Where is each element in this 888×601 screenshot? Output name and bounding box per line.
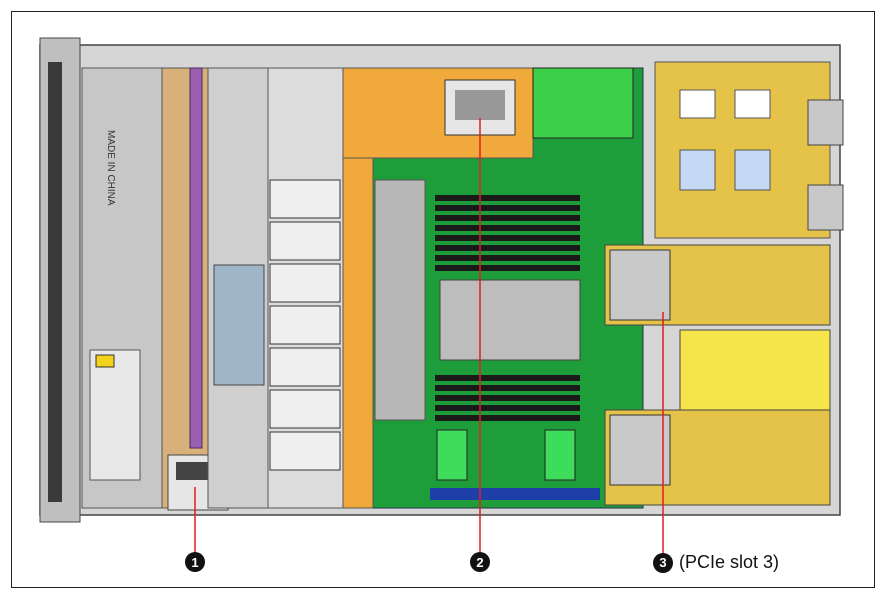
- callout-2: 2: [470, 552, 490, 572]
- callout-1: 1: [185, 552, 205, 572]
- bottom-connector: [430, 488, 600, 500]
- psu-vent-3: [679, 149, 716, 191]
- warning-icon: [95, 354, 115, 368]
- label-sticker: [89, 349, 141, 481]
- rear-port-1: [807, 99, 844, 146]
- dimm-clip-right: [544, 429, 576, 481]
- ocp-card: [532, 67, 634, 139]
- memory-slot-lower: [435, 375, 580, 421]
- memory-slot-icon: [435, 195, 580, 271]
- rear-port-2: [807, 184, 844, 231]
- fan-module-icon: [267, 67, 344, 509]
- callout-3: 3 (PCIe slot 3): [653, 552, 779, 573]
- front-vent: [48, 62, 62, 502]
- psu-vent-2: [734, 89, 771, 119]
- riser-card-middle: [679, 329, 831, 411]
- front-connector-strip: [342, 157, 374, 509]
- callout-label-3: (PCIe slot 3): [679, 552, 780, 572]
- psu-vent-1: [679, 89, 716, 119]
- callout-number-1: 1: [185, 552, 205, 572]
- dimm-clip-left: [436, 429, 468, 481]
- callout-number-3: 3: [653, 552, 673, 573]
- psu-vent-4: [734, 149, 771, 191]
- callout-number-2: 2: [470, 552, 490, 572]
- top-module-chip: [455, 90, 505, 120]
- heatsink-icon: [374, 179, 426, 421]
- svg-text:MADE IN CHINA: MADE IN CHINA: [105, 130, 116, 206]
- riser-bracket-upper: [609, 249, 671, 321]
- cpu-heatsink: [439, 279, 581, 361]
- supercap-module: [213, 264, 265, 386]
- riser-bracket-lower: [609, 414, 671, 486]
- backplane-connector: [189, 67, 203, 449]
